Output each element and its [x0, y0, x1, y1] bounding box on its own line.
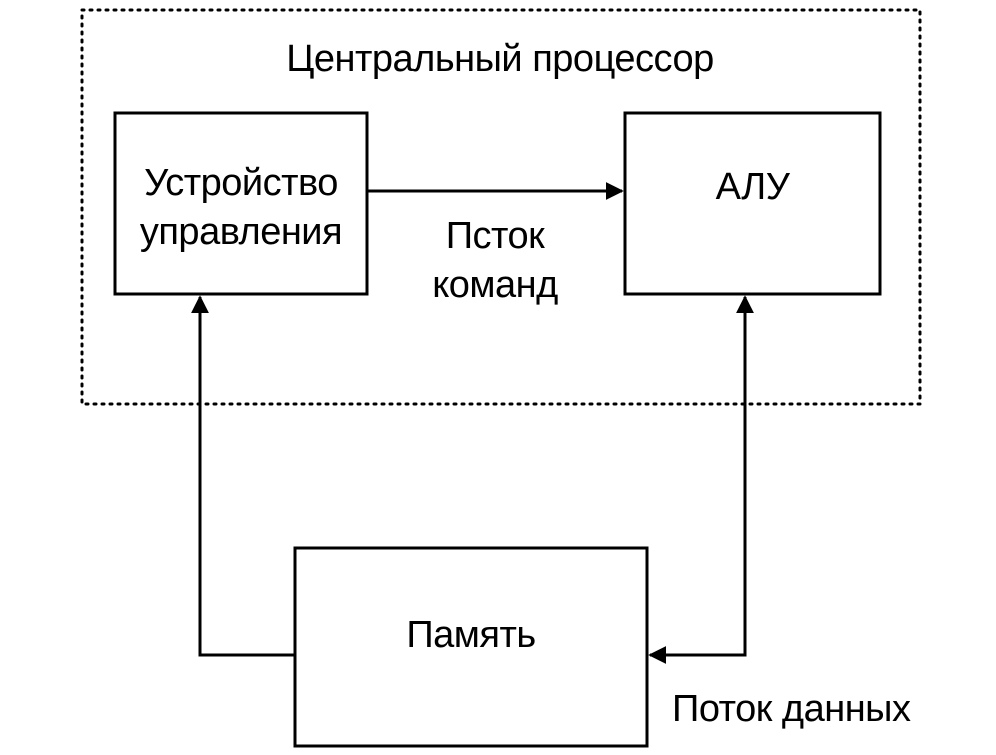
- control-unit-label-line2: управления: [139, 211, 343, 253]
- command-flow-label-line2: команд: [432, 264, 558, 306]
- control-unit-label-line1: Устройство: [144, 162, 338, 204]
- memory-box: [293, 546, 649, 748]
- processor-title: Центральный процессор: [286, 38, 714, 80]
- data-flow-arrow: [648, 295, 754, 664]
- processor-boundary: [80, 8, 922, 406]
- control-unit-box: [113, 111, 369, 296]
- data-flow-label: Поток данных: [672, 688, 911, 730]
- alu-box: [623, 111, 882, 296]
- memory-to-control-arrow: [191, 295, 295, 657]
- alu-label: АЛУ: [715, 166, 790, 208]
- command-flow-label-line1: Пcток: [445, 215, 545, 257]
- memory-label: Память: [406, 614, 536, 656]
